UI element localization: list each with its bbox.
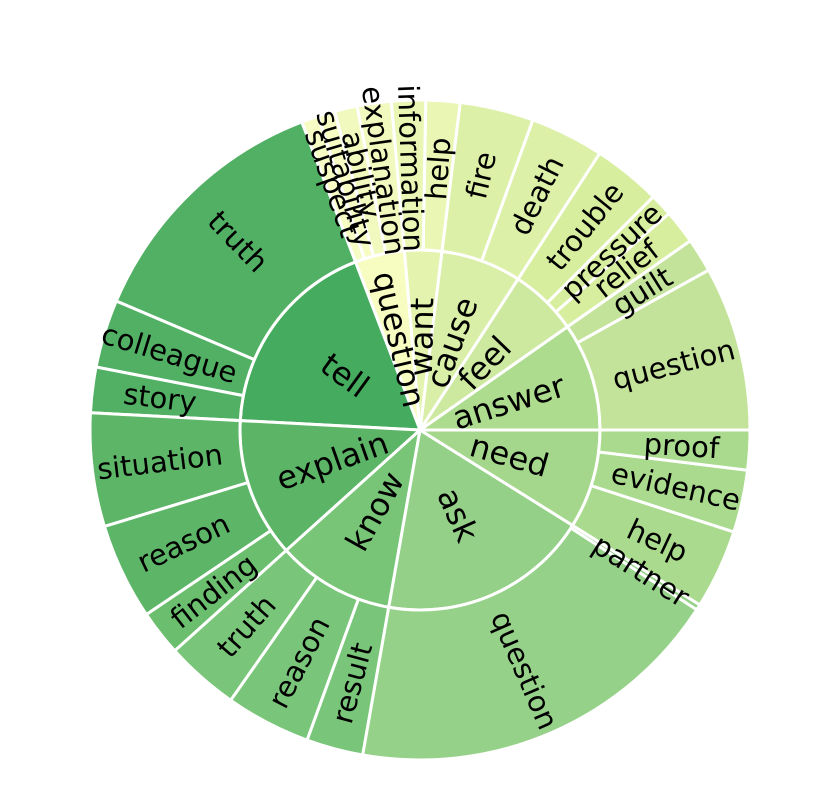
outer-label-want-information: information [391,84,431,252]
outer-segment-tell-truth [114,119,358,362]
outer-segment-need-proof [596,428,752,472]
outer-segment-ask-question [360,525,699,762]
outer-label-need-proof: proof [643,427,721,466]
inner-label-want: want [402,297,441,376]
outer-label-want-help: help [419,136,457,201]
outer-ring [88,98,752,762]
